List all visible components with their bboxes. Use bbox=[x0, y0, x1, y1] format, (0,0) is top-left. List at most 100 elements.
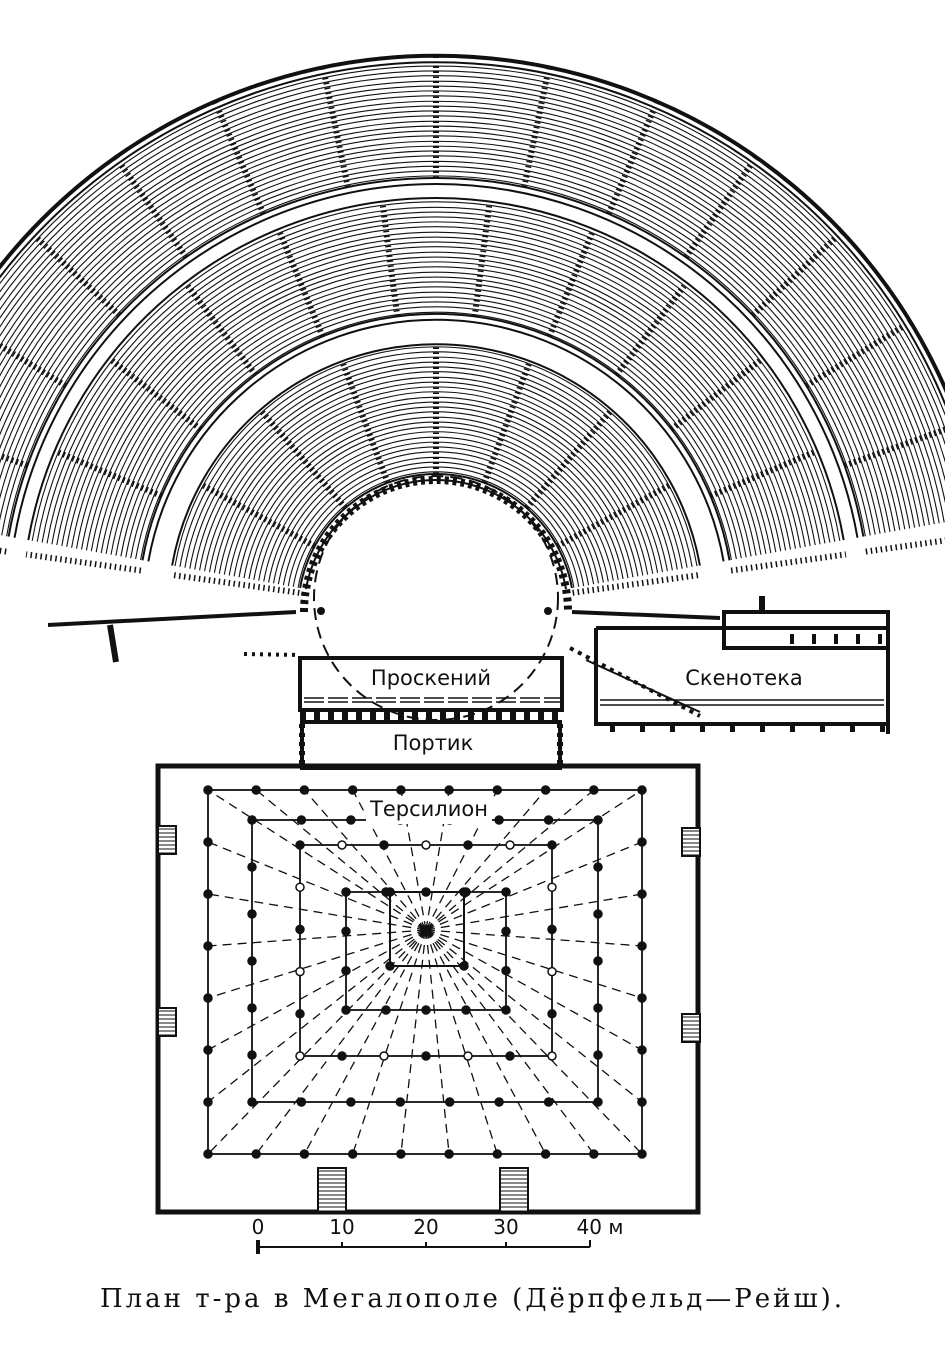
radial-line bbox=[207, 841, 427, 931]
column bbox=[247, 956, 257, 966]
diazoma-wall bbox=[13, 183, 859, 538]
column bbox=[347, 785, 358, 795]
seat-row bbox=[228, 401, 644, 576]
column bbox=[463, 840, 473, 850]
column bbox=[589, 1149, 599, 1159]
stairway bbox=[0, 547, 7, 555]
column bbox=[341, 926, 351, 937]
column bbox=[593, 1003, 603, 1013]
skenotheke-piers bbox=[610, 634, 885, 732]
stairway bbox=[605, 100, 660, 215]
stairway bbox=[843, 426, 945, 469]
column-ring bbox=[345, 891, 507, 1011]
column bbox=[505, 1051, 515, 1061]
radial-line bbox=[425, 841, 643, 931]
radial-line bbox=[207, 929, 427, 947]
column bbox=[637, 1045, 647, 1055]
column bbox=[299, 1149, 310, 1159]
cavea-walls bbox=[0, 53, 945, 590]
pier bbox=[700, 724, 705, 732]
column bbox=[395, 1097, 406, 1107]
column bbox=[637, 1097, 647, 1107]
orchestra-post-west bbox=[317, 607, 325, 615]
column bbox=[444, 785, 454, 795]
seat-row bbox=[204, 376, 668, 572]
column bbox=[247, 1050, 257, 1060]
seat-row bbox=[56, 226, 816, 546]
seat-row bbox=[258, 431, 614, 581]
column bbox=[593, 815, 603, 825]
seat-row bbox=[0, 120, 921, 527]
seat-row bbox=[233, 406, 639, 577]
column-ring bbox=[299, 844, 553, 1057]
stairway bbox=[212, 100, 267, 215]
column bbox=[385, 887, 395, 897]
seat-row bbox=[0, 75, 945, 446]
radial-line bbox=[207, 893, 427, 931]
radial-line bbox=[255, 929, 427, 1155]
column bbox=[492, 785, 503, 795]
cavea bbox=[0, 53, 945, 596]
column bbox=[337, 1051, 347, 1061]
radial-line bbox=[425, 929, 643, 947]
wall-bay bbox=[157, 825, 177, 855]
radial-line bbox=[352, 929, 427, 1155]
seat-row bbox=[238, 411, 634, 578]
stairway bbox=[730, 551, 847, 574]
radial-line bbox=[255, 789, 427, 931]
cavea-east-edge bbox=[571, 610, 721, 620]
label-skenotheke: Скенотека bbox=[685, 666, 803, 690]
proskenion-outline bbox=[298, 656, 564, 712]
pier bbox=[880, 724, 885, 732]
bay-box bbox=[157, 825, 177, 855]
diazoma-wall bbox=[7, 177, 865, 537]
column bbox=[295, 924, 305, 935]
radial-line bbox=[207, 929, 427, 1103]
seat-row bbox=[0, 150, 891, 532]
column bbox=[540, 785, 551, 795]
pier bbox=[670, 724, 675, 732]
seat-row bbox=[243, 416, 629, 579]
stairway bbox=[750, 229, 844, 318]
cavea-seat-rows bbox=[0, 65, 945, 588]
column bbox=[501, 965, 511, 976]
column bbox=[501, 887, 511, 897]
column bbox=[203, 1149, 213, 1159]
cavea-west-edge bbox=[47, 610, 297, 627]
column bbox=[203, 1097, 213, 1107]
diazoma-wall bbox=[0, 53, 945, 394]
seat-row bbox=[268, 441, 604, 583]
column bbox=[494, 1097, 504, 1107]
column bbox=[203, 837, 213, 847]
column bbox=[459, 887, 469, 897]
column bbox=[203, 1045, 213, 1055]
column bbox=[247, 1097, 257, 1107]
seat-row bbox=[140, 311, 732, 560]
seat-row bbox=[0, 115, 926, 526]
column bbox=[421, 1005, 431, 1015]
column bbox=[203, 785, 213, 795]
radial-line bbox=[425, 929, 643, 1051]
seat-row bbox=[0, 125, 916, 528]
seat-row bbox=[105, 276, 767, 554]
scale-tick-30: 30 bbox=[493, 1215, 518, 1239]
seat-row bbox=[223, 396, 649, 575]
column bbox=[251, 1149, 261, 1159]
thersilion-wall-bays bbox=[157, 825, 701, 1213]
diazoma-wall bbox=[27, 197, 845, 541]
label-portico: Портик bbox=[393, 731, 474, 755]
radial-line bbox=[303, 929, 427, 1155]
wall-bay bbox=[317, 1167, 347, 1213]
column bbox=[203, 889, 213, 899]
stairway bbox=[865, 537, 945, 555]
seat-row bbox=[263, 436, 609, 582]
column bbox=[341, 1005, 351, 1015]
seat-row bbox=[189, 361, 683, 569]
seat-row bbox=[61, 231, 811, 547]
pier bbox=[610, 724, 615, 732]
scale-tick-20: 20 bbox=[413, 1215, 438, 1239]
radial-line bbox=[425, 789, 547, 931]
scale-bar: 0 10 20 30 40 м bbox=[252, 1215, 623, 1254]
radial-line bbox=[425, 929, 595, 1155]
column bbox=[543, 1097, 554, 1107]
